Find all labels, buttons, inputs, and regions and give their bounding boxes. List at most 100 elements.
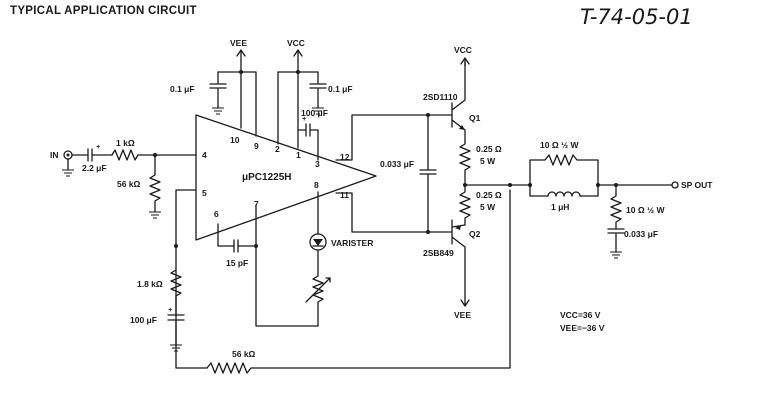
cap-vee-label: 0.1 μF bbox=[170, 84, 195, 94]
transistor-q1 bbox=[451, 61, 466, 141]
cap-fb-gnd-label: 100 μF bbox=[130, 315, 157, 325]
resistor-input-label: 1 kΩ bbox=[116, 138, 135, 148]
ground-icon bbox=[62, 169, 74, 177]
pin-8-label: 8 bbox=[314, 180, 319, 190]
re1-watt-label: 5 W bbox=[480, 156, 496, 166]
varister-diode-icon bbox=[313, 239, 323, 246]
q1-emitter-arrow-icon bbox=[459, 125, 465, 130]
wire-feedback-node bbox=[175, 189, 208, 369]
vcc-out-arrow-icon bbox=[460, 57, 470, 67]
varister-label: VARISTER bbox=[331, 238, 373, 248]
vcc-out-label: VCC bbox=[454, 45, 472, 55]
resistor-emitter-q1 bbox=[459, 139, 471, 186]
cap-fb-gnd bbox=[167, 314, 185, 346]
ground-icon bbox=[170, 344, 182, 352]
cap-bootstrap-label: 100 μF bbox=[301, 108, 328, 118]
junction-dot bbox=[508, 183, 512, 187]
wire-pin12-q1 bbox=[335, 114, 453, 161]
junction-dot bbox=[528, 183, 532, 187]
vcc-arrow-icon bbox=[293, 49, 303, 61]
q1-part-label: 2SD1110 bbox=[423, 92, 458, 102]
document-reference: T-74-05-01 bbox=[580, 5, 693, 29]
vee-arrow-icon bbox=[236, 49, 246, 61]
zobel-cap-label: 0.033 μF bbox=[624, 229, 658, 239]
ground-icon bbox=[610, 251, 622, 259]
resistor-bias-label: 56 kΩ bbox=[117, 179, 141, 189]
junction-dot bbox=[174, 244, 178, 248]
cap-compensation-label: 15 pF bbox=[226, 258, 248, 268]
ground-icon bbox=[149, 211, 161, 219]
ic-part-number: μPC1225H bbox=[242, 172, 291, 183]
cap-base-label: 0.033 μF bbox=[380, 159, 414, 169]
output-label: SP OUT bbox=[681, 180, 713, 190]
q2-label: Q2 bbox=[469, 229, 481, 239]
vee-top-label: VEE bbox=[230, 38, 247, 48]
cap-bootstrap-plus: + bbox=[302, 114, 307, 123]
wire-pin7-varister bbox=[255, 245, 319, 327]
wire-pin11-q2 bbox=[335, 192, 453, 233]
re2-watt-label: 5 W bbox=[480, 202, 496, 212]
ground-icon bbox=[212, 107, 224, 115]
inductor-output bbox=[547, 191, 581, 197]
vee-out-label: VEE bbox=[454, 310, 471, 320]
amplifier-ic: μPC1225H bbox=[195, 114, 377, 241]
junction-dot bbox=[239, 70, 243, 74]
vcc-note: VCC=36 V bbox=[560, 310, 601, 320]
pin-3-label: 3 bbox=[315, 159, 320, 169]
pin-11-label: 11 bbox=[340, 190, 349, 200]
cap-input bbox=[71, 148, 113, 162]
pin-5-label: 5 bbox=[202, 188, 207, 198]
pin-7-label: 7 bbox=[254, 199, 259, 209]
vcc-top-label: VCC bbox=[287, 38, 305, 48]
junction-dot bbox=[254, 244, 258, 248]
cap-vcc-bypass bbox=[309, 71, 327, 109]
q2-part-label: 2SB849 bbox=[423, 248, 454, 258]
cap-fb-gnd-plus: + bbox=[168, 305, 173, 314]
q1-label: Q1 bbox=[469, 113, 481, 123]
pin-1-label: 1 bbox=[296, 150, 301, 160]
resistor-input bbox=[111, 149, 197, 161]
transistor-q2 bbox=[451, 219, 466, 299]
resistor-fb-gnd-label: 1.8 kΩ bbox=[137, 279, 163, 289]
speaker-out-terminal-icon[interactable] bbox=[671, 181, 679, 189]
q2-symbol bbox=[451, 219, 466, 299]
resistor-emitter-q2 bbox=[459, 184, 471, 226]
inductor-output-label: 1 μH bbox=[551, 202, 569, 212]
q2-emitter-arrow-icon bbox=[455, 225, 461, 230]
resistor-feedback-label: 56 kΩ bbox=[232, 349, 256, 359]
cap-input-label: 2.2 μF bbox=[82, 163, 107, 173]
pin-2-label: 2 bbox=[275, 144, 280, 154]
zobel-resistor-label: 10 Ω ½ W bbox=[626, 205, 665, 215]
resistor-output bbox=[529, 154, 599, 186]
input-jack-center bbox=[66, 153, 70, 157]
pin-6-label: 6 bbox=[214, 209, 219, 219]
page-title: TYPICAL APPLICATION CIRCUIT bbox=[10, 5, 197, 17]
wire-inductor-left bbox=[529, 184, 549, 197]
resistor-fb-gnd bbox=[170, 269, 182, 316]
cap-bootstrap bbox=[297, 123, 319, 161]
pin-12-label: 12 bbox=[340, 152, 350, 162]
re2-value-label: 0.25 Ω bbox=[476, 190, 502, 200]
wire-inductor-right bbox=[579, 184, 599, 197]
input-label: IN bbox=[50, 150, 59, 160]
resistor-feedback bbox=[206, 189, 511, 374]
vee-out-arrow-icon bbox=[460, 297, 470, 307]
cap-vee-bypass bbox=[209, 71, 227, 109]
cap-input-plus: + bbox=[96, 142, 101, 151]
resistor-output-label: 10 Ω ½ W bbox=[540, 140, 579, 150]
junction-dot bbox=[296, 70, 300, 74]
zobel-network bbox=[607, 184, 625, 253]
wire-vee-pin9 bbox=[240, 71, 257, 137]
pin-4-label: 4 bbox=[202, 150, 207, 160]
cap-compensation bbox=[217, 204, 257, 253]
ground-icon bbox=[312, 107, 324, 115]
pin-10-label: 10 bbox=[230, 135, 240, 145]
re1-value-label: 0.25 Ω bbox=[476, 144, 502, 154]
pin-9-label: 9 bbox=[254, 141, 259, 151]
resistor-bias bbox=[149, 154, 161, 213]
resistor-adjust bbox=[312, 249, 324, 327]
adjust-arrow-icon bbox=[305, 277, 331, 303]
vee-note: VEE=−36 V bbox=[560, 323, 605, 333]
cap-base bbox=[419, 114, 437, 233]
